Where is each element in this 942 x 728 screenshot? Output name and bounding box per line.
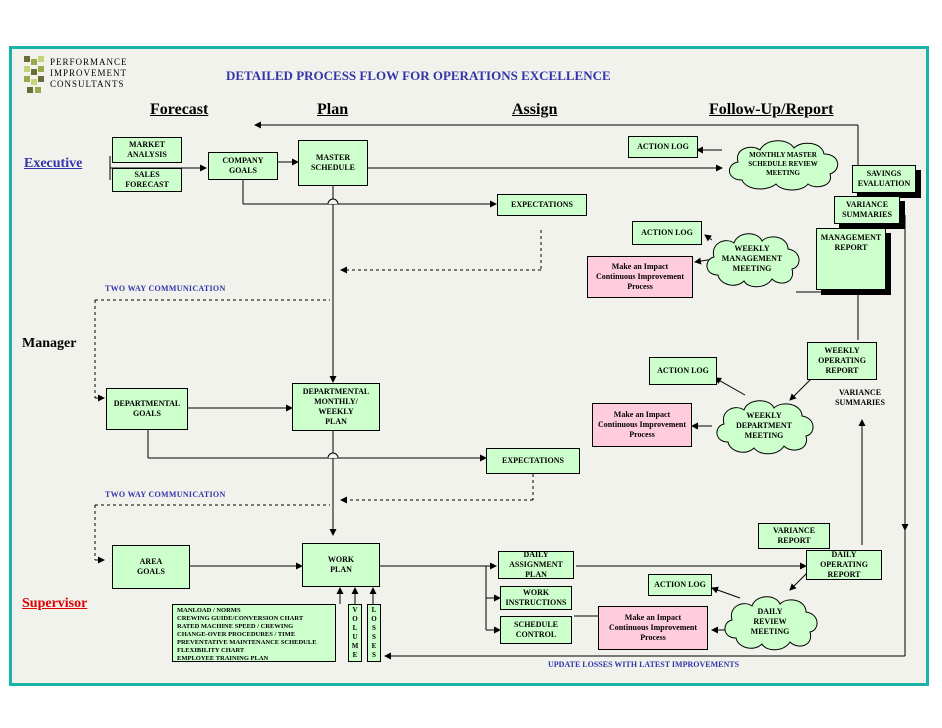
weekly-management-label: WEEKLY MANAGEMENT MEETING — [721, 244, 783, 273]
action-log-3-box: ACTION LOG — [649, 357, 717, 385]
schedule-control-box: SCHEDULE CONTROL — [500, 616, 572, 644]
losses-box: L O S S E S — [367, 604, 381, 662]
level-supervisor: Supervisor — [22, 596, 88, 611]
cloud-shape-icon — [729, 140, 839, 191]
daily-review-label: DAILY REVIEW MEETING — [750, 607, 790, 636]
impact-process-1-box: Make an Impact Continuous Improvement Pr… — [587, 256, 693, 298]
departmental-plan-box: DEPARTMENTAL MONTHLY/ WEEKLY PLAN — [292, 383, 380, 431]
impact-process-3-box: Make an Impact Continuous Improvement Pr… — [598, 606, 708, 650]
master-schedule-box: MASTER SCHEDULE — [298, 140, 368, 186]
company-goals-box: COMPANY GOALS — [208, 152, 278, 180]
logo-line-2: IMPROVEMENT — [50, 68, 128, 78]
column-assign: Assign — [512, 101, 558, 118]
monthly-meeting-label: MONTHLY MASTER SCHEDULE REVIEW MEETING — [748, 150, 818, 177]
work-instructions-box: WORK INSTRUCTIONS — [500, 586, 572, 610]
column-forecast: Forecast — [150, 101, 209, 118]
logo — [24, 56, 44, 94]
logo-line-1: PERFORMANCE — [50, 57, 128, 67]
cloud-shape-icon — [724, 596, 818, 651]
expectations-executive-box: EXPECTATIONS — [497, 194, 587, 216]
cloud-shape-icon — [706, 233, 800, 288]
logo-line-3: CONSULTANTS — [50, 79, 125, 89]
variance-summaries-2-box: VARIANCE SUMMARIES — [825, 383, 895, 413]
work-plan-box: WORK PLAN — [302, 543, 380, 587]
management-report-box: MANAGEMENT REPORT — [816, 228, 886, 290]
sales-forecast-box: SALES FORECAST — [112, 168, 182, 192]
variance-summaries-box: VARIANCE SUMMARIES — [834, 196, 900, 224]
departmental-goals-box: DEPARTMENTAL GOALS — [106, 388, 188, 430]
weekly-department-label: WEEKLY DEPARTMENT MEETING — [735, 411, 792, 440]
daily-review-cloud: DAILY REVIEW MEETING — [720, 592, 820, 652]
column-plan: Plan — [317, 101, 349, 118]
daily-assignment-plan-box: DAILY ASSIGNMENT PLAN — [498, 550, 574, 579]
daily-operating-report-box: DAILY OPERATING REPORT — [806, 550, 882, 580]
impact-process-2-box: Make an Impact Continuous Improvement Pr… — [592, 403, 692, 447]
action-log-4-box: ACTION LOG — [648, 574, 712, 596]
weekly-operating-report-box: WEEKLY OPERATING REPORT — [807, 342, 877, 380]
column-followup: Follow-Up/Report — [709, 101, 834, 118]
savings-evaluation-box: SAVINGS EVALUATION — [852, 165, 916, 193]
logo-mark-icon — [24, 56, 44, 93]
diagram-title: DETAILED PROCESS FLOW FOR OPERATIONS EXC… — [226, 68, 611, 83]
two-way-communication-upper: TWO WAY COMMUNICATION — [105, 284, 226, 293]
update-losses-note: UPDATE LOSSES WITH LATEST IMPROVEMENTS — [548, 660, 740, 669]
level-executive: Executive — [24, 156, 83, 171]
monthly-meeting-cloud: MONTHLY MASTER SCHEDULE REVIEW MEETING — [722, 136, 844, 192]
action-log-1-box: ACTION LOG — [628, 136, 698, 158]
action-log-2-box: ACTION LOG — [632, 221, 702, 245]
variance-report-box: VARIANCE REPORT — [758, 523, 830, 549]
expectations-manager-box: EXPECTATIONS — [486, 448, 580, 474]
market-analysis-box: MARKET ANALYSIS — [112, 137, 182, 163]
volume-box: V O L U M E — [348, 604, 362, 662]
tools-list-box: MANLOAD / NORMS CREWING GUIDE/CONVERSION… — [172, 604, 336, 662]
logo-text: PERFORMANCE IMPROVEMENT CONSULTANTS — [50, 57, 128, 90]
level-manager: Manager — [22, 336, 77, 351]
two-way-communication-lower: TWO WAY COMMUNICATION — [105, 490, 226, 499]
cloud-shape-icon — [716, 400, 814, 455]
area-goals-box: AREA GOALS — [112, 545, 190, 589]
weekly-management-cloud: WEEKLY MANAGEMENT MEETING — [702, 229, 802, 289]
weekly-department-cloud: WEEKLY DEPARTMENT MEETING — [712, 396, 816, 456]
